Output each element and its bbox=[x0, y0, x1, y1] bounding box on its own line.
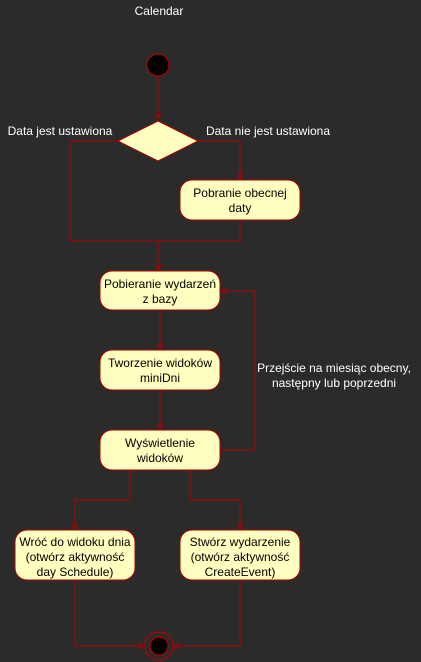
node-create-event-line1: Stwórz wydarzenie bbox=[190, 535, 291, 549]
loop-label-line2: następny lub poprzedni bbox=[272, 376, 396, 390]
node-back-to-day-line1: Wróć do widoku dnia bbox=[19, 535, 130, 549]
node-fetch-events-line1: Pobieranie wydarzeń bbox=[104, 277, 216, 291]
node-back-to-day-line3: day Schedule) bbox=[37, 565, 114, 579]
edge-create-to-end bbox=[174, 580, 241, 646]
edge-getdate-to-merge bbox=[158, 220, 241, 242]
edge-back-to-end bbox=[74, 580, 144, 646]
node-show-views-line2: widoków bbox=[136, 451, 183, 465]
edge-show-to-back bbox=[75, 470, 131, 529]
node-back-to-day: Wróć do widoku dnia (otwórz aktywność da… bbox=[14, 529, 136, 581]
node-create-views: Tworzenie widoków miniDni bbox=[99, 349, 221, 391]
node-show-views: Wyświetlenie widoków bbox=[99, 429, 221, 471]
edge-decision-right bbox=[198, 140, 240, 179]
decision-diamond bbox=[116, 120, 200, 162]
node-fetch-events-line2: z bazy bbox=[143, 292, 178, 306]
diagram-title: Calendar bbox=[135, 4, 184, 18]
decision-left-label: Data jest ustawiona bbox=[8, 124, 113, 138]
node-back-to-day-line2: (otwórz aktywność bbox=[26, 550, 125, 564]
node-get-date-line1: Pobranie obecnej bbox=[193, 186, 286, 200]
edge-show-to-create bbox=[189, 470, 240, 529]
node-get-date-line2: daty bbox=[229, 201, 252, 215]
node-fetch-events: Pobieranie wydarzeń z bazy bbox=[99, 270, 221, 311]
node-create-views-line2: miniDni bbox=[140, 371, 180, 385]
node-create-views-line1: Tworzenie widoków bbox=[108, 356, 212, 370]
node-show-views-line1: Wyświetlenie bbox=[125, 436, 195, 450]
node-get-date: Pobranie obecnej daty bbox=[179, 179, 301, 221]
decision-right-label: Data nie jest ustawiona bbox=[206, 124, 330, 138]
edges bbox=[69, 77, 256, 646]
end-node bbox=[144, 631, 174, 661]
node-create-event-line3: CreateEvent) bbox=[205, 565, 276, 579]
edge-decision-left bbox=[69, 140, 158, 242]
node-create-event: Stwórz wydarzenie (otwórz aktywność Crea… bbox=[179, 529, 301, 581]
edge-loop-back bbox=[220, 291, 256, 451]
start-node bbox=[146, 53, 170, 77]
node-create-event-line2: (otwórz aktywność bbox=[191, 550, 290, 564]
loop-label-line1: Przejście na miesiąc obecny, bbox=[257, 361, 411, 375]
